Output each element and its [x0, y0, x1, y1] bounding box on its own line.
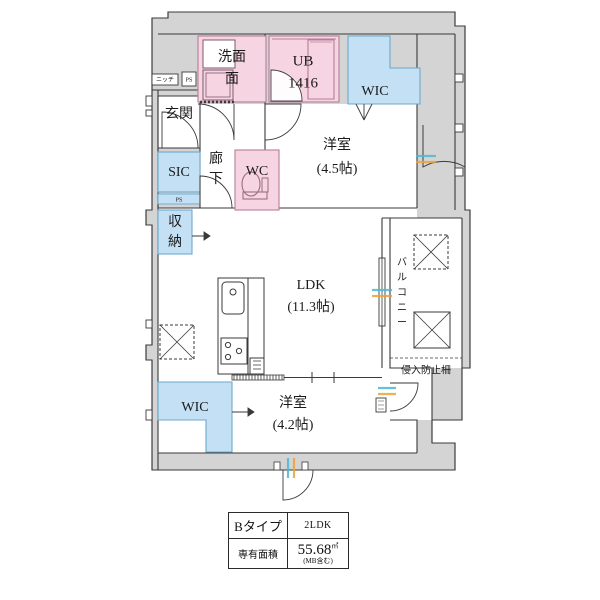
equipment-boxes — [159, 234, 462, 360]
label-ldk: LDK — [297, 278, 326, 293]
niche-box — [151, 73, 179, 86]
label-bedroom1: 洋室 — [323, 136, 351, 153]
label-balcony-5: ー — [397, 317, 407, 328]
label-ps-top: PS — [186, 77, 193, 83]
wic-top-area — [347, 35, 421, 105]
wic-bottom-area — [157, 381, 233, 453]
closet-areas — [157, 35, 421, 453]
spec-table: Bタイプ 2LDK 専有面積 55.68㎡ (MB含む) — [228, 512, 349, 569]
label-ps-mid: PS — [176, 197, 183, 203]
label-storage-1: 収 — [168, 214, 182, 230]
kitchen — [217, 277, 265, 375]
wall-notches — [145, 73, 464, 421]
label-ldk-size: (11.3帖) — [287, 299, 335, 315]
label-bedroom1-size: (4.5帖) — [317, 161, 358, 177]
partition-hatch — [231, 372, 382, 383]
label-washroom-2: 面 — [225, 72, 239, 87]
label-unit-bath: UB — [293, 53, 314, 69]
label-corridor-1: 廊 — [209, 150, 223, 167]
meter-boxes — [375, 397, 387, 413]
wet-areas — [197, 35, 340, 211]
label-balcony-4: ニ — [397, 302, 407, 313]
spec-layout-cell: 2LDK — [287, 512, 349, 539]
label-balcony-2: ル — [397, 272, 407, 283]
label-wic-top: WIC — [361, 84, 388, 99]
label-washroom-1: 洗面 — [218, 49, 246, 65]
room-labels: 洗面 面 UB 1416 WIC WIC ニッチ PS PS 玄関 SIC 収 … — [156, 49, 451, 433]
closet-arrows — [192, 103, 373, 417]
label-intrusion-fence: 侵入防止柵 — [401, 363, 451, 376]
ps-box-top — [181, 71, 197, 87]
spec-type-value: Bタイプ — [234, 519, 282, 534]
label-bedroom2-size: (4.2帖) — [273, 417, 314, 433]
windows — [273, 154, 436, 478]
label-bedroom2: 洋室 — [279, 394, 307, 411]
spec-area-unit: ㎡ — [331, 541, 339, 550]
label-corridor-2: 下 — [209, 172, 223, 187]
label-wc: WC — [246, 164, 269, 179]
label-unit-bath-size: 1416 — [288, 75, 319, 91]
spec-area-label: 専有面積 — [228, 538, 288, 569]
spec-area-value: 55.68 — [297, 541, 332, 558]
spec-area-cell: 55.68㎡ (MB含む) — [287, 538, 349, 569]
spec-area-note: (MB含む) — [303, 556, 333, 565]
sic-area — [157, 151, 201, 193]
label-niche: ニッチ — [156, 76, 174, 83]
spec-type-cell: Bタイプ — [228, 512, 288, 539]
label-storage-2: 納 — [168, 234, 182, 250]
label-entrance: 玄関 — [165, 105, 193, 122]
spec-row-type: Bタイプ 2LDK — [228, 512, 349, 539]
label-balcony-1: バ — [397, 256, 407, 268]
label-wic-bottom: WIC — [181, 400, 208, 415]
doors — [161, 103, 466, 501]
spec-row-area: 専有面積 55.68㎡ (MB含む) — [228, 538, 349, 569]
wc-area — [234, 149, 280, 211]
label-sic: SIC — [168, 165, 190, 180]
label-balcony-3: コ — [397, 287, 407, 298]
storage-area — [157, 209, 193, 255]
niche-ps-boxes — [151, 71, 197, 87]
